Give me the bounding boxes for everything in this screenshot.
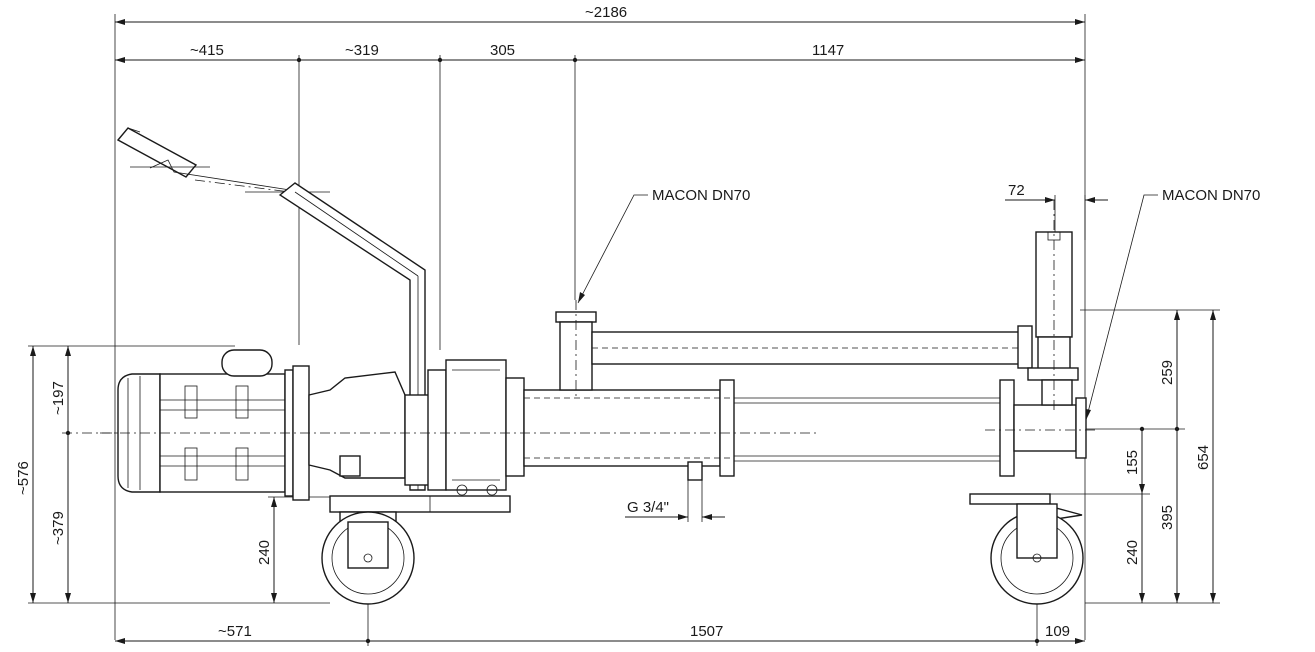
discharge-pipe bbox=[555, 231, 1079, 406]
left-dimensions: ~576 ~197 ~379 240 bbox=[15, 345, 330, 604]
left-wheel bbox=[321, 511, 415, 605]
right-wheel bbox=[969, 493, 1084, 605]
inlet-arm bbox=[116, 127, 426, 491]
dim-72: 72 bbox=[1008, 182, 1025, 199]
dim-1147: 1147 bbox=[812, 42, 844, 59]
bottom-dimensions: ~571 1507 109 bbox=[115, 560, 1085, 646]
callouts: MACON DN70 MACON DN70 bbox=[577, 187, 1260, 421]
dim-571: ~571 bbox=[218, 623, 252, 640]
top-dimensions: ~2186 ~415 ~319 305 1147 bbox=[114, 4, 1086, 640]
dim-379: ~379 bbox=[50, 511, 67, 545]
callout-macon-right: MACON DN70 bbox=[1162, 187, 1260, 204]
dim-109: 109 bbox=[1045, 623, 1070, 640]
dim-319: ~319 bbox=[345, 42, 379, 59]
pump-housing bbox=[308, 359, 525, 513]
dim-305: 305 bbox=[490, 42, 515, 59]
dim-576: ~576 bbox=[15, 461, 32, 495]
stator-barrel bbox=[523, 379, 1087, 481]
dim-overall-length: ~2186 bbox=[585, 4, 627, 21]
dim-240-right: 240 bbox=[1124, 540, 1141, 565]
dim-port-g34: G 3/4" bbox=[627, 499, 669, 516]
valve-dimension: 72 bbox=[1005, 182, 1108, 240]
motor bbox=[117, 349, 310, 501]
dim-654: 654 bbox=[1195, 445, 1212, 470]
dim-240-left: 240 bbox=[256, 540, 273, 565]
dim-197: ~197 bbox=[50, 381, 67, 415]
dim-155: 155 bbox=[1124, 450, 1141, 475]
centerlines bbox=[100, 200, 1095, 434]
dim-259: 259 bbox=[1159, 360, 1176, 385]
port-dimension: G 3/4" bbox=[625, 480, 725, 522]
dim-415: ~415 bbox=[190, 42, 224, 59]
dim-395: 395 bbox=[1159, 505, 1176, 530]
callout-macon-left: MACON DN70 bbox=[652, 187, 750, 204]
dim-1507: 1507 bbox=[690, 623, 723, 640]
